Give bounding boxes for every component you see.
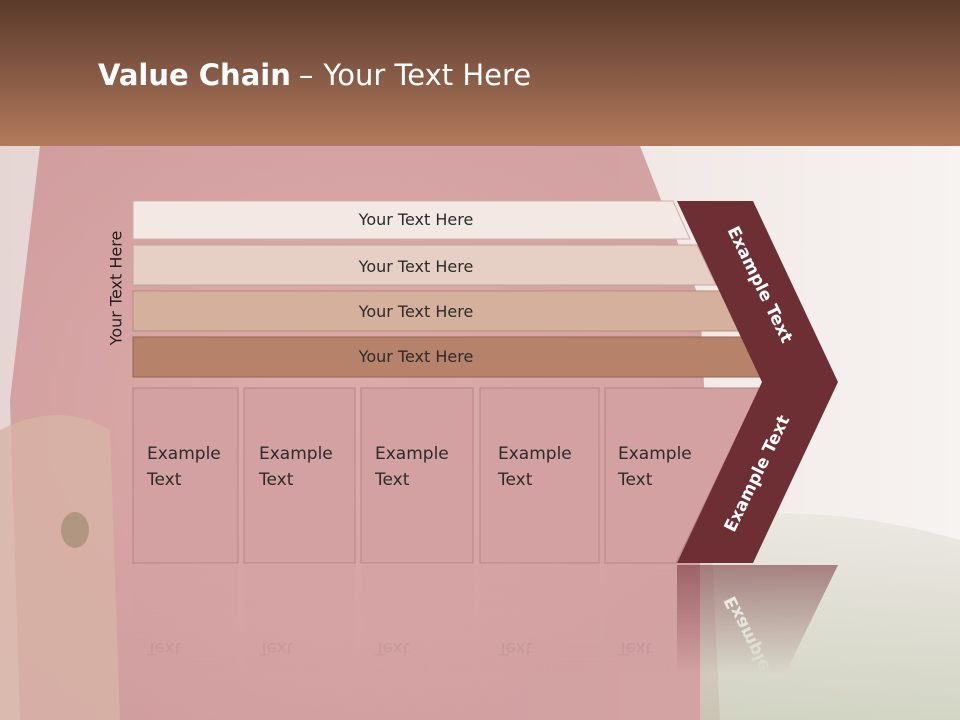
primary-box: Example Text bbox=[132, 387, 239, 564]
row-label: Your Text Here bbox=[358, 210, 474, 229]
support-rows: Your Text Here Your Text Here Your Text … bbox=[132, 200, 764, 378]
box-shape bbox=[604, 387, 761, 564]
row-shape bbox=[132, 244, 717, 286]
primary-box: Example Text bbox=[243, 387, 356, 564]
reflection-box-line2: Text bbox=[146, 638, 182, 658]
reflection-box bbox=[244, 565, 355, 720]
reflection-box bbox=[480, 565, 599, 720]
margin-chevron: Example Text Example Text bbox=[677, 201, 838, 563]
box-line1: Example bbox=[375, 444, 449, 464]
reflection-box-line2: Text bbox=[258, 638, 294, 658]
box-shape bbox=[479, 387, 600, 564]
reflection-box-line1: Example bbox=[375, 664, 449, 684]
reflection-box-line1: Example bbox=[618, 664, 692, 684]
title-bold: Value Chain bbox=[98, 58, 291, 92]
reflection-box bbox=[133, 565, 238, 720]
box-line2: Text bbox=[374, 470, 410, 490]
support-row: Your Text Here bbox=[132, 200, 691, 240]
box-line1: Example bbox=[498, 444, 572, 464]
slide-title: Value Chain–Your Text Here bbox=[98, 56, 531, 96]
reflection-box-line1: Example bbox=[498, 664, 572, 684]
title-rest: Your Text Here bbox=[323, 58, 532, 92]
reflection-box-line2: Text bbox=[374, 638, 410, 658]
box-shape bbox=[132, 387, 239, 564]
primary-box: Example Text bbox=[360, 387, 474, 564]
box-shape bbox=[360, 387, 474, 564]
reflection-box-line1: Example bbox=[147, 664, 221, 684]
reflection-box bbox=[361, 565, 473, 720]
box-line2: Text bbox=[617, 470, 653, 490]
box-line2: Text bbox=[258, 470, 294, 490]
title-separator: – bbox=[298, 58, 314, 92]
box-line1: Example bbox=[618, 444, 692, 464]
reflection-box-line1: Example bbox=[259, 664, 333, 684]
support-row: Your Text Here bbox=[132, 244, 717, 286]
row-label: Your Text Here bbox=[358, 257, 474, 276]
box-shape bbox=[243, 387, 356, 564]
diagram-reflection: Example Text Example Text Example Text E… bbox=[133, 565, 838, 720]
box-line1: Example bbox=[147, 444, 221, 464]
row-shape bbox=[132, 200, 691, 240]
reflection-box-line2: Text bbox=[617, 638, 653, 658]
row-label: Your Text Here bbox=[358, 347, 474, 366]
box-line2: Text bbox=[497, 470, 533, 490]
header-band bbox=[0, 0, 960, 146]
reflection-box-line2: Text bbox=[497, 638, 533, 658]
box-line1: Example bbox=[259, 444, 333, 464]
chevron-shape bbox=[677, 201, 838, 563]
primary-box: Example Text bbox=[479, 387, 600, 564]
primary-boxes: Example Text Example Text Example Text E… bbox=[132, 387, 761, 564]
primary-box: Example Text bbox=[604, 387, 761, 564]
row-label: Your Text Here bbox=[358, 302, 474, 321]
reflection-chevron bbox=[677, 565, 838, 720]
box-line2: Text bbox=[146, 470, 182, 490]
support-row: Your Text Here bbox=[132, 336, 764, 378]
support-row: Your Text Here bbox=[132, 290, 740, 332]
